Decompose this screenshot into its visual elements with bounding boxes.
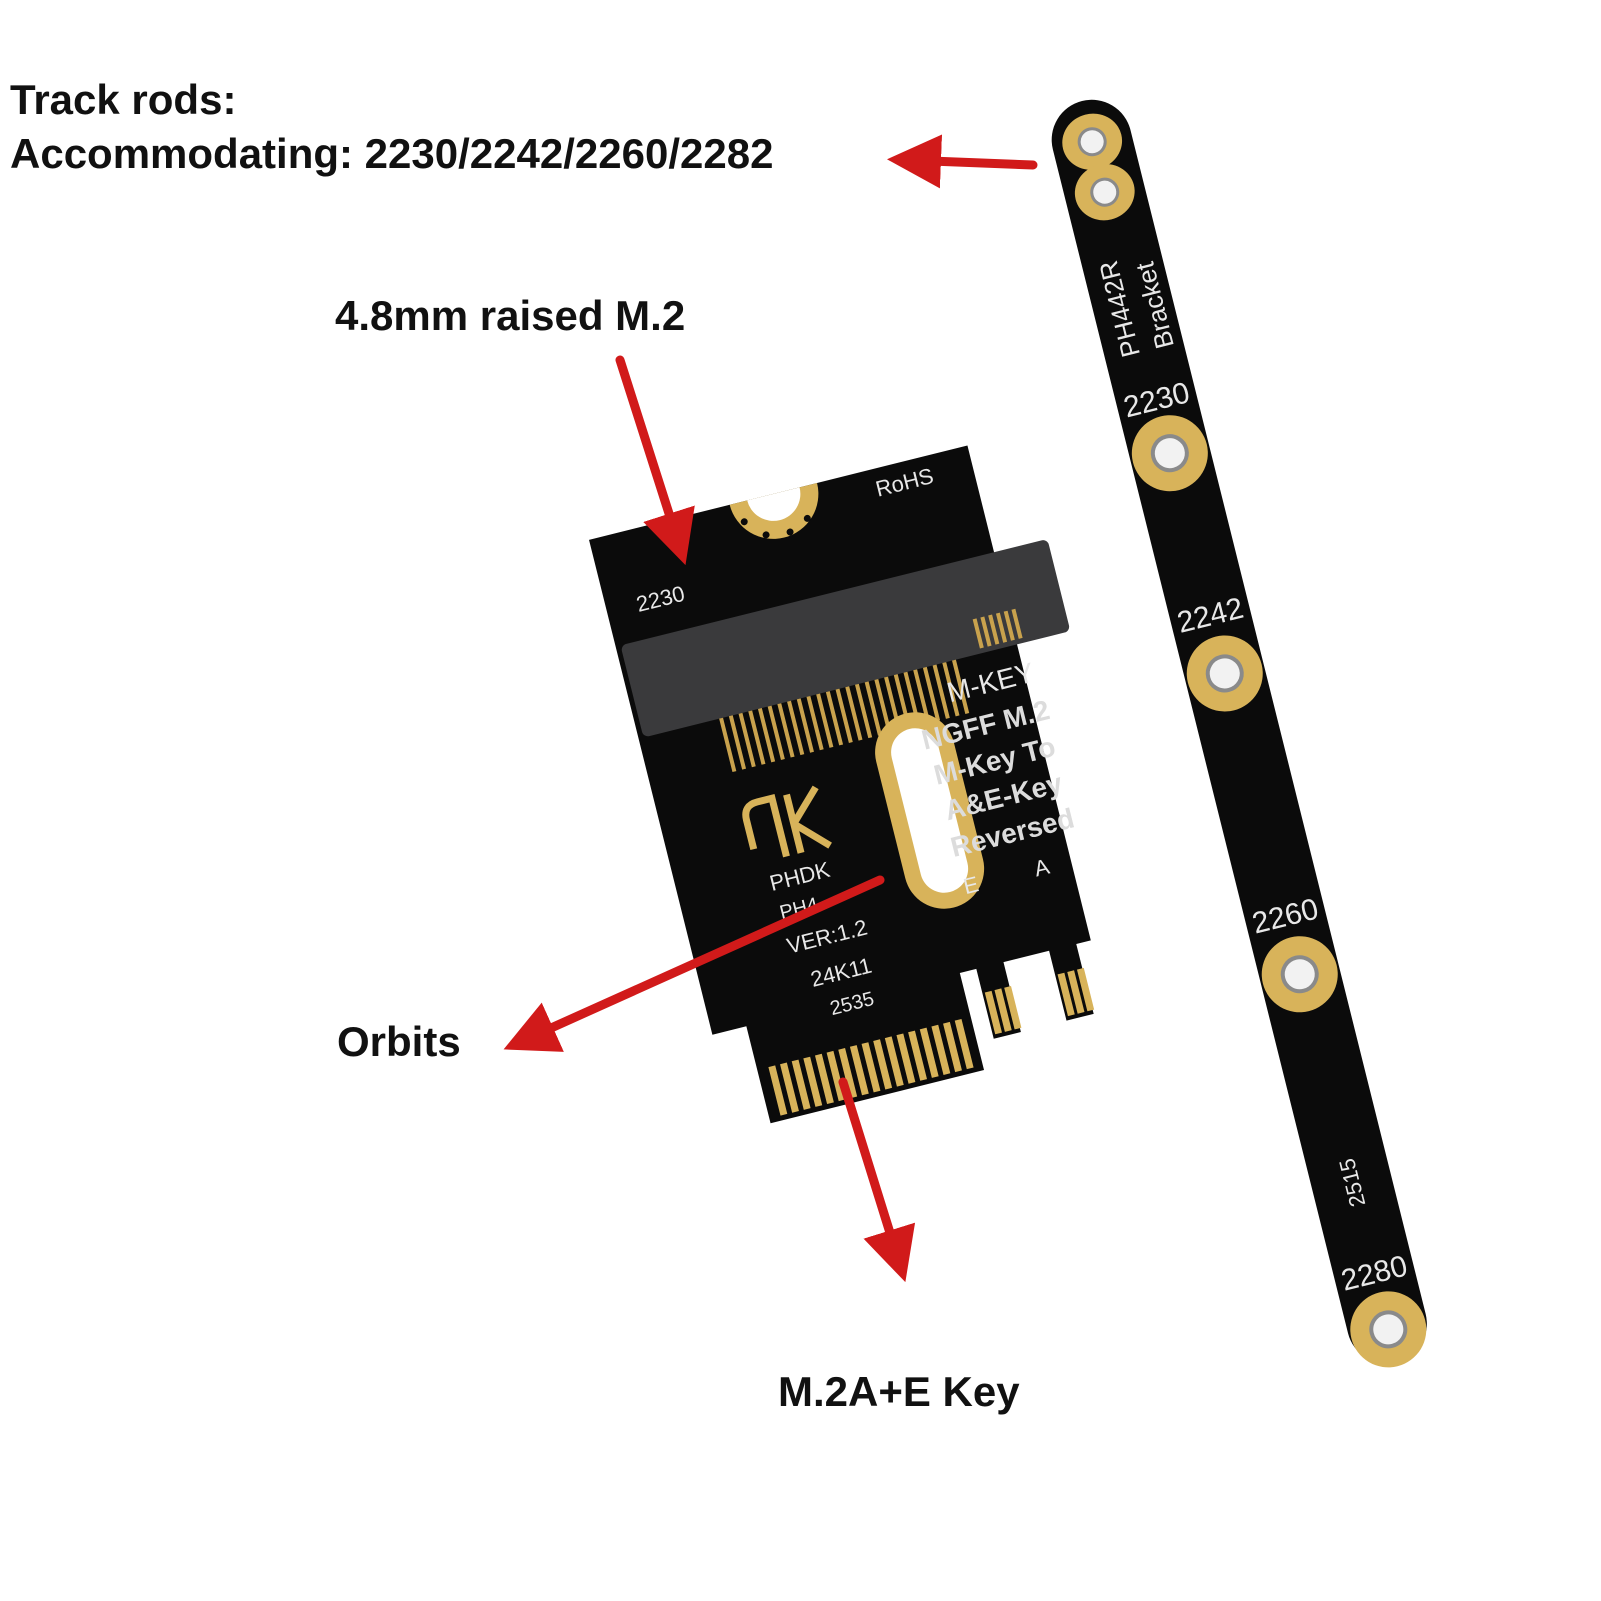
orbits-label: Orbits [337, 1018, 461, 1065]
bracket-hole-2280 [1350, 1291, 1427, 1368]
raised-label: 4.8mm raised M.2 [335, 292, 686, 339]
arrow-track-rods [887, 134, 1038, 189]
bracket-hole-2230 [1131, 415, 1208, 492]
key-e-mark: E [961, 871, 981, 899]
track-rods-title: Track rods: [10, 76, 237, 123]
gold-fingers [768, 967, 1095, 1116]
socket-pins [719, 608, 1023, 773]
phdk-logo [742, 785, 832, 858]
bracket-hole-2242 [1186, 635, 1263, 712]
key-a-mark: A [1032, 854, 1053, 882]
arrow-key [838, 1077, 916, 1283]
track-rods-sizes: Accommodating: 2230/2242/2260/2282 [10, 130, 774, 177]
arrow-raised [615, 355, 695, 566]
bracket-hole-2260 [1261, 936, 1338, 1013]
arrow-orbits [503, 875, 885, 1052]
bracket: PH442R Bracket 2230 2242 2260 2280 2515 [1051, 99, 1427, 1368]
key-label: M.2A+E Key [778, 1368, 1020, 1415]
annotation-arrows [503, 134, 1038, 1283]
bracket-body [1051, 99, 1427, 1364]
m2-socket [621, 540, 1070, 737]
